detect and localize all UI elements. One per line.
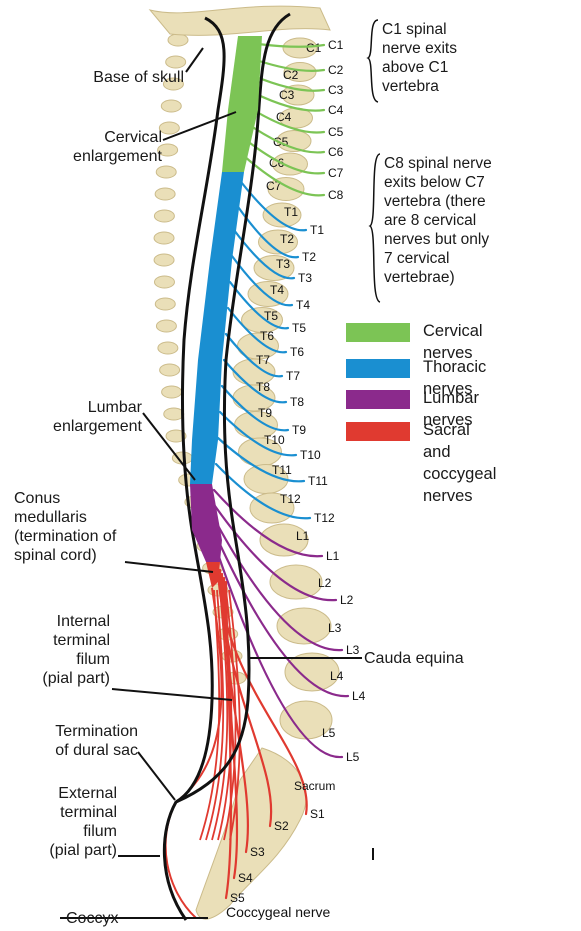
cervical-enlargement-label: Cervical enlargement: [60, 128, 162, 166]
vertebra-label: C3: [279, 88, 295, 102]
vertebra-label: T12: [280, 492, 301, 506]
nerve-label: C7: [328, 166, 344, 180]
nerve-label: T8: [290, 395, 304, 409]
nerve-label: T12: [314, 511, 335, 525]
nerve-label: C3: [328, 83, 344, 97]
spinous-process: [164, 408, 184, 420]
nerve-label: T9: [292, 423, 306, 437]
spinous-process: [155, 298, 175, 310]
spinous-process: [156, 320, 176, 332]
c8-note: C8 spinal nerve exits below C7 vertebra …: [384, 154, 492, 287]
base-of-skull-label: Base of skull: [66, 68, 184, 87]
nerve-label: S4: [238, 871, 253, 885]
coccygeal-nerve-text: Coccygeal nerve: [226, 904, 330, 920]
nerve-label: C1: [328, 38, 344, 52]
nerve-label: S5: [230, 891, 245, 905]
nerve-label: T10: [300, 448, 321, 462]
nerve-label: S2: [274, 819, 289, 833]
conus-medullaris-label: Conus medullaris (termination of spinal …: [14, 489, 149, 565]
spinous-process: [154, 210, 174, 222]
sacrum-bone: [196, 748, 306, 919]
spinous-process: [158, 342, 178, 354]
legend-swatch-cervical: [346, 323, 410, 342]
vertebra-label: L5: [322, 726, 336, 740]
nerve-label: T5: [292, 321, 306, 335]
termination-dural-sac-label: Termination of dural sac: [20, 722, 138, 760]
spinous-process: [154, 276, 174, 288]
vertebra-label: T3: [276, 257, 290, 271]
nerve-label: T4: [296, 298, 310, 312]
vertebra-label: T7: [256, 353, 270, 367]
coccyx-label: Coccyx: [66, 909, 118, 928]
spinous-process: [160, 364, 180, 376]
nerve-label: C2: [328, 63, 344, 77]
spinous-process: [154, 232, 174, 244]
vertebra-label: L2: [318, 576, 332, 590]
note-brackets: [368, 20, 380, 302]
nerve-label: S3: [250, 845, 265, 859]
vertebra-label: T6: [260, 329, 274, 343]
spinous-process: [154, 254, 174, 266]
vertebra-label: L3: [328, 621, 342, 635]
spinous-process: [161, 100, 181, 112]
nerve-label: T7: [286, 369, 300, 383]
vertebra-label: T4: [270, 283, 284, 297]
legend-swatch-thoracic: [346, 359, 410, 378]
nerve-label: T3: [298, 271, 312, 285]
nerve-label: C6: [328, 145, 344, 159]
spinous-process: [155, 188, 175, 200]
nerve-label: L3: [346, 643, 360, 657]
vertebra-label: T2: [280, 232, 294, 246]
vertebra-label: T11: [272, 463, 292, 477]
nerve-label: T2: [302, 250, 316, 264]
nerve-label: C8: [328, 188, 344, 202]
nerve-label: L4: [352, 689, 366, 703]
nerve-label: T1: [310, 223, 324, 237]
nerve-label: L1: [326, 549, 340, 563]
sacrum-text: Sacrum: [294, 779, 335, 793]
nerve-label: T11: [308, 474, 328, 488]
nerve-label: L2: [340, 593, 354, 607]
spinous-process: [166, 56, 186, 68]
spinous-process: [156, 166, 176, 178]
c1-note: C1 spinal nerve exits above C1 vertebra: [382, 20, 457, 96]
vertebra-label: T10: [264, 433, 285, 447]
thoracic-cord-segment: [190, 172, 244, 484]
legend-swatch-sacral: [346, 422, 410, 441]
nerve-label: L5: [346, 750, 360, 764]
external-terminal-filum-label: External terminal filum (pial part): [10, 784, 117, 860]
vertebra-label: L1: [296, 529, 310, 543]
vertebra-label: T9: [258, 406, 272, 420]
internal-terminal-filum-label: Internal terminal filum (pial part): [10, 612, 110, 688]
spinous-process: [162, 386, 182, 398]
spinous-process: [159, 122, 179, 134]
nerve-label: C5: [328, 125, 344, 139]
nerve-label: T6: [290, 345, 304, 359]
nerve-label: S1: [310, 807, 325, 821]
legend-label-sacral: Sacral and coccygeal nerves: [423, 419, 496, 507]
spinous-process: [168, 34, 188, 46]
vertebra-label: L4: [330, 669, 344, 683]
vertebra-label: C1: [306, 41, 322, 55]
lumbar-enlargement-label: Lumbar enlargement: [30, 398, 142, 436]
vertebral-body: [270, 565, 322, 599]
skull-base-bone: [150, 6, 330, 35]
nerve-label: C4: [328, 103, 344, 117]
legend-swatch-lumbar: [346, 390, 410, 409]
vertebra-label: T1: [284, 205, 298, 219]
cauda-equina-label: Cauda equina: [364, 649, 464, 668]
